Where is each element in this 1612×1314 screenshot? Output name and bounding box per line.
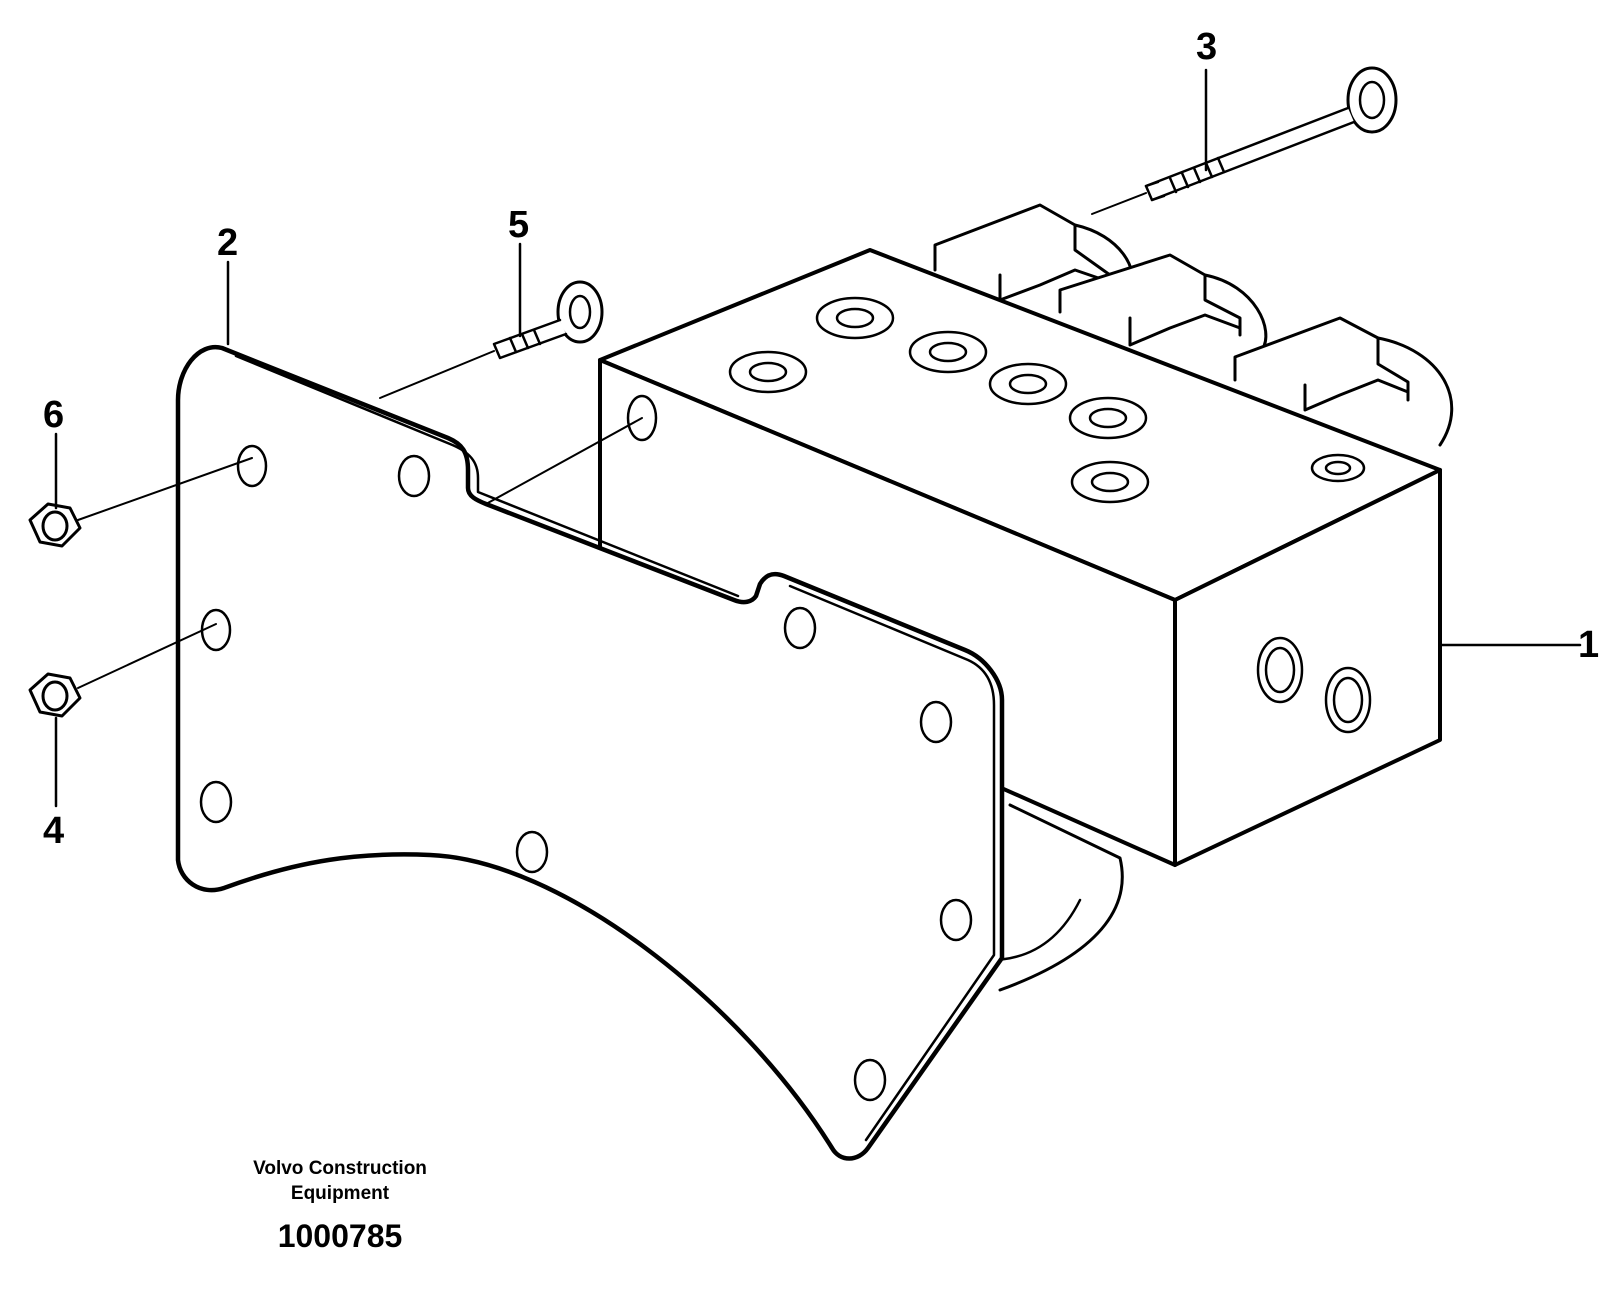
bracket-edge (234, 354, 996, 1142)
cap-screws (728, 296, 1366, 504)
short-bolt (379, 280, 604, 399)
lower-housing (998, 803, 1124, 992)
callout-1: 1 (1578, 624, 1600, 666)
nut-upper (28, 457, 253, 548)
caption-company-line2: Equipment (290, 1183, 390, 1204)
end-face-ports (1256, 636, 1372, 734)
valve-block (598, 203, 1454, 867)
mounting-bracket (175, 344, 1005, 1161)
solenoid-connectors (933, 203, 1454, 447)
valve-block-end-face (1173, 468, 1442, 867)
callout-4: 4 (43, 810, 65, 852)
callout-2: 2 (217, 222, 239, 264)
drawing-number: 1000785 (277, 1218, 403, 1254)
callout-6: 6 (43, 394, 65, 436)
callout-5: 5 (508, 204, 530, 246)
leader-lines (54, 68, 1582, 808)
callout-3: 3 (1196, 26, 1218, 68)
caption-company-line1: Volvo Construction (253, 1158, 427, 1179)
nut-lower (28, 623, 217, 718)
bracket-holes (199, 444, 973, 1102)
block-front-hole (626, 394, 658, 442)
bracket-outline (175, 344, 1005, 1161)
long-bolt (1091, 66, 1398, 215)
